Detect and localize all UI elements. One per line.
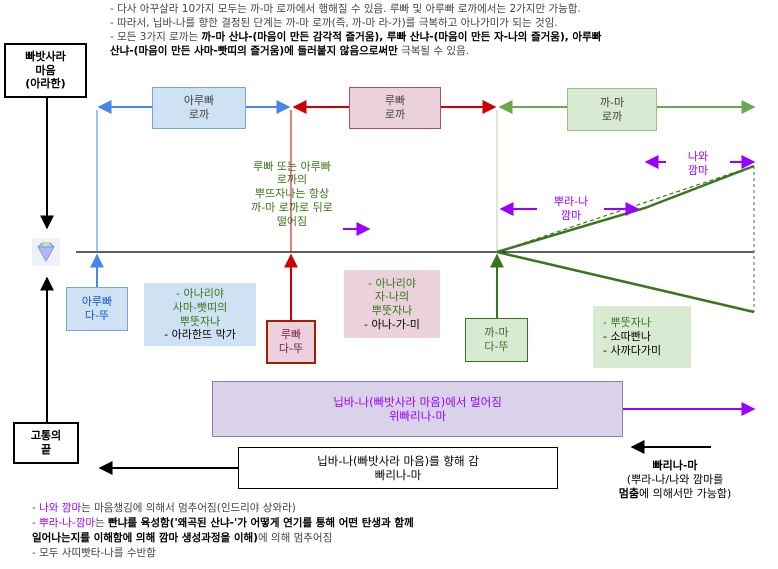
suffering-end-line2: 끝 — [40, 443, 52, 456]
nawa-kamma-label: 나와 깜마 — [668, 150, 728, 178]
parinama-line1: 빠리나-마 — [652, 459, 698, 473]
kama-datu-line1: 까-마 — [484, 326, 509, 340]
kama-info-line1: - 뿌뚯자나 — [603, 316, 651, 330]
arupa-info-box: - 아나리야 사마-빳띠의 뿌뚯자나 - 아라한뜨 막가 — [144, 283, 256, 346]
toward-bar-line1: 닙바-나(빠밧사라 마음)를 향해 감 — [317, 453, 479, 468]
rupa-loka-box: 루빠 로까 — [349, 87, 441, 129]
arupa-loka-line1: 아루빠 — [183, 94, 215, 108]
arupa-datu-line2: 다-뚜 — [84, 309, 110, 322]
pabhassara-line3: (아라한) — [25, 77, 66, 91]
bottom-note-1a: - — [32, 502, 40, 514]
kama-info-box: - 뿌뚯자나 - 소따빤나 - 사까다가미 — [593, 306, 691, 368]
top-note-3: - 모든 3가지 로까는 까-마 산냐-(마음이 만든 감각적 즐거움), 루빠… — [110, 30, 601, 44]
kama-info-line2: - 소따빤나 — [603, 330, 651, 344]
kama-loka-box: 까-마 로까 — [567, 88, 657, 131]
pabhassara-line1: 빠밧사라 — [25, 49, 66, 63]
kama-loka-line2: 로까 — [601, 109, 623, 123]
arupa-info-line4: - 아라한뜨 막가 — [164, 328, 236, 342]
bottom-note-1b: 나와 깜마 — [39, 502, 82, 514]
bottom-note-2c: 는 — [95, 517, 109, 529]
rupa-info-line3: 뿌뚯자나 — [371, 304, 413, 317]
pabhassara-box: 빠밧사라 마음 (아라한) — [4, 43, 87, 98]
arupa-datu-line1: 아루빠 — [81, 295, 113, 309]
fall-back-line2: 로까의 — [276, 173, 308, 187]
parinama-line3b: 에 의해서만 가능함) — [639, 486, 732, 500]
gem-icon — [32, 238, 60, 266]
puranna-kamma-line1: 뿌라-나 — [553, 195, 589, 209]
fall-back-line4: 까-마 로까로 뒤로 — [251, 200, 333, 214]
fan-upper-line — [496, 164, 755, 254]
fall-back-line5: 떨어짐 — [276, 214, 308, 228]
arupa-info-line2: 사마-빳띠의 — [172, 300, 228, 314]
top-note-4a: 산냐-(마음이 만든 사마-빳띠의 즐거움)에 들러붙지 않음으로써만 — [110, 45, 398, 57]
parinama-line3a: 멈춤 — [618, 486, 639, 500]
bottom-note-2a: - — [32, 517, 40, 529]
rupa-info-box: - 아나리야 자-나의 뿌뚯자나 - 아나-가-미 — [344, 270, 440, 338]
fan-lower-line — [496, 250, 755, 314]
arupa-loka-line2: 로까 — [188, 108, 210, 121]
top-note-3a: - 모든 3가지 로까는 — [110, 31, 202, 43]
rupa-datu-box: 루빠 다-뚜 — [266, 320, 316, 364]
kama-loka-line1: 까-마 — [599, 95, 625, 109]
parinama-line3: 멈춤에 의해서만 가능함) — [619, 487, 732, 501]
arupa-info-line3: 뿌뚯자나 — [179, 314, 221, 328]
suffering-end-box: 고통의 끝 — [13, 422, 79, 464]
parinama-note: 빠리나-마 (뿌라-나/나와 깜마를 멈춤에 의해서만 가능함) — [600, 455, 750, 505]
suffering-end-line1: 고통의 — [30, 429, 62, 443]
nawa-kamma-line1: 나와 — [687, 150, 709, 164]
bottom-note-4: - 모두 사띠빳타-나를 수반함 — [32, 547, 156, 559]
puranna-kamma-line2: 깜마 — [560, 209, 582, 222]
bottom-note-2: - 뿌라-나-깜마는 빤냐를 육성함('왜곡된 산냐-'가 어떻게 연기를 통해… — [32, 516, 414, 530]
top-note-4: 산냐-(마음이 만든 사마-빳띠의 즐거움)에 들러붙지 않음으로써만 극복될 … — [110, 44, 469, 58]
fall-back-line1: 루빠 또는 아루빠 — [253, 159, 331, 173]
pabhassara-line2: 마음 — [35, 63, 56, 77]
toward-bar: 닙바-나(빠밧사라 마음)를 향해 감 빠리나-마 — [238, 447, 558, 489]
top-note-1: - 다사 아꾸살라 10가지 모두는 까-마 로까에서 행해질 수 있음. 루빠… — [110, 3, 581, 15]
arupa-info-line1: - 아나리야 — [176, 287, 224, 300]
kama-datu-line2: 다-뚜 — [484, 340, 509, 353]
arupa-datu-box: 아루빠 다-뚜 — [66, 287, 128, 331]
parinama-line2: (뿌라-나/나와 깜마를 — [626, 473, 724, 487]
rupa-datu-line2: 다-뚜 — [278, 342, 304, 355]
away-bar: 닙바-나(빠밧사라 마음)에서 멀어짐 위빠리나-마 — [212, 381, 623, 437]
rupa-loka-line2: 로까 — [384, 108, 406, 121]
bottom-note-3: 일어나는지를 이해함에 의해 깜마 생성과정을 이해)에 의해 멈추어짐 — [32, 531, 332, 545]
rupa-info-line2: 자-나의 — [374, 290, 410, 304]
puranna-kamma-label: 뿌라-나 깜마 — [539, 195, 603, 223]
bottom-note-3a: 일어나는지를 이해함에 의해 깜마 생성과정을 이해) — [32, 532, 258, 544]
kama-info-line3: - 사까다가미 — [603, 343, 662, 357]
rupa-info-line1: - 아나리야 — [368, 276, 416, 290]
kama-datu-box: 까-마 다-뚜 — [465, 318, 528, 362]
top-note-2: - 따라서, 닙바-나를 향한 결정된 단계는 까-마 로까(즉, 까-마 라-… — [110, 17, 558, 29]
bottom-note-2d: 빤냐를 육성함('왜곡된 산냐-'가 어떻게 연기를 통해 어떤 탄생과 함께 — [108, 517, 414, 529]
top-note-3b: 까-마 산냐-(마음이 만든 감각적 즐거움), 루빠 산냐-(마음이 만든 자… — [201, 31, 602, 43]
top-note-4b: 극복될 수 있음. — [397, 45, 470, 57]
arupa-loka-box: 아루빠 로까 — [152, 87, 246, 129]
rupa-datu-line1: 루빠 — [280, 328, 302, 342]
bottom-note-1c: 는 마음챙김에 의해서 멈추어짐(인드리야 상와라) — [81, 502, 296, 514]
bottom-note-3b: 에 의해 멈추어짐 — [257, 532, 333, 544]
bottom-note-2b: 뿌라-나-깜마 — [39, 517, 96, 529]
away-bar-line2: 위빠리나-마 — [388, 409, 447, 423]
fall-back-text: 루빠 또는 아루빠 로까의 뿌뜨자나는 항상 까-마 로까로 뒤로 떨어짐 — [222, 158, 362, 230]
rupa-info-line4: - 아나-가-미 — [364, 317, 420, 331]
rupa-loka-line1: 루빠 — [384, 94, 406, 108]
bottom-note-1: - 나와 깜마는 마음챙김에 의해서 멈추어짐(인드리야 상와라) — [32, 501, 296, 515]
nawa-kamma-line2: 깜마 — [687, 164, 709, 177]
toward-bar-line2: 빠리나-마 — [374, 468, 422, 482]
away-bar-line1: 닙바-나(빠밧사라 마음)에서 멀어짐 — [333, 394, 502, 409]
fall-back-line3: 뿌뜨자나는 항상 — [254, 187, 330, 201]
